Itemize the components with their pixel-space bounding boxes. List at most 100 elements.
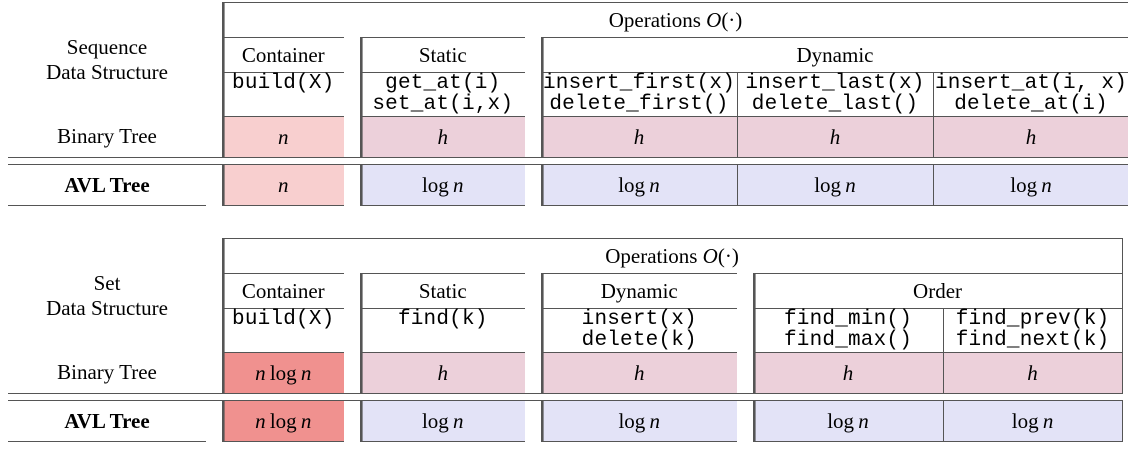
operations-header-label: Operations O(·) (221, 2, 1128, 38)
rule-segment (541, 393, 737, 401)
op-line2: find_next(k) (955, 329, 1110, 352)
op-col-insert-first: insert_first(x) delete_first() (540, 72, 737, 117)
op-line1: insert_first(x) (542, 72, 736, 95)
set-complexity-table: Set Data Structure Operations O(·) Conta… (8, 238, 1123, 442)
gutter (206, 353, 222, 394)
rule-segment (541, 157, 737, 165)
op-col-insert-last: insert_last(x) delete_last() (736, 72, 933, 117)
op-line1: find(k) (397, 308, 488, 331)
table-row: Binary Tree n h h h h (8, 116, 1128, 158)
gutter (525, 309, 541, 353)
set-label-line1: Set (93, 270, 121, 295)
row-label-binary-tree-set: Binary Tree (57, 360, 157, 385)
rule-segment (525, 157, 541, 165)
rule-segment (344, 393, 360, 401)
gutter (344, 274, 360, 309)
op-line1: build(X) (232, 308, 335, 331)
gutter (344, 309, 360, 353)
cell-avl-find: log n (359, 400, 525, 442)
op-col-findmin-findmax: find_min() find_max() (752, 308, 943, 353)
gutter (206, 3, 222, 38)
op-col-insert-delete: insert(x) delete(k) (540, 308, 737, 353)
cell-binarytree-insert-set: h (540, 352, 737, 394)
group-container-set: Container (221, 273, 344, 309)
rule-segment (206, 157, 222, 165)
op-line2 (223, 330, 345, 352)
table-row: AVL Tree n log n log n log n log n (8, 164, 1128, 206)
op-line1: insert_at(i, x) (935, 72, 1128, 95)
rule-segment (737, 393, 753, 401)
cell-binarytree-insertfirst: h (540, 116, 737, 158)
op-line2: delete_at(i) (954, 93, 1108, 116)
op-line1: insert(x) (581, 308, 697, 331)
cell-binarytree-findmin: h (752, 352, 943, 394)
gutter (344, 165, 360, 206)
gutter (737, 401, 753, 442)
row-label-avl-tree-set: AVL Tree (8, 400, 206, 442)
rule-segment (360, 393, 525, 401)
gutter (737, 309, 753, 353)
op-col-insert-at: insert_at(i, x) delete_at(i) (932, 72, 1128, 117)
cell-avl-build-seq: n (221, 164, 344, 206)
gutter (525, 117, 541, 158)
op-line1: build(X) (232, 72, 335, 95)
cell-avl-static-seq: log n (359, 164, 525, 206)
operation-names-row: build(X) get_at(i) set_at(i,x) insert_fi… (8, 72, 1128, 117)
rule-segment (8, 393, 206, 401)
sequence-label-line1: Sequence (66, 34, 148, 59)
rule-segment (933, 157, 1128, 165)
operation-names-row: build(X) find(k) insert(x) delete(k) fin… (8, 308, 1123, 353)
op-line2: find_max() (783, 329, 913, 352)
cell-avl-insertlast: log n (736, 164, 933, 206)
op-col-findprev-findnext: find_prev(k) find_next(k) (942, 308, 1123, 353)
rule-segment (943, 393, 1123, 401)
gutter (206, 117, 222, 158)
gutter (206, 401, 222, 442)
gutter (525, 73, 541, 117)
gutter (344, 117, 360, 158)
set-row-label-header: Set Data Structure (8, 239, 206, 353)
group-static-set: Static (359, 273, 525, 309)
gutter (525, 38, 541, 73)
op-line1: find_min() (783, 308, 913, 331)
gutter (737, 274, 753, 309)
rule-segment (360, 157, 525, 165)
gutter (206, 165, 222, 206)
cell-avl-insert-set: log n (540, 400, 737, 442)
cell-avl-findprev: log n (942, 400, 1123, 442)
op-line1: get_at(i) (385, 72, 501, 95)
cell-avl-findmin: log n (752, 400, 943, 442)
cell-binarytree-find: h (359, 352, 525, 394)
gutter (344, 401, 360, 442)
gutter (525, 274, 541, 309)
gutter (206, 239, 222, 274)
rule-segment (525, 393, 541, 401)
rule-segment (206, 393, 222, 401)
row-label-binary-tree-seq: Binary Tree (57, 124, 157, 149)
gutter (206, 38, 222, 73)
op-line2: delete_last() (751, 93, 919, 116)
op-line1: insert_last(x) (745, 72, 925, 95)
gutter (206, 73, 222, 117)
gutter (525, 165, 541, 206)
rule-segment (737, 157, 933, 165)
group-container-seq: Container (221, 37, 344, 73)
gutter (206, 309, 222, 353)
rule-segment (753, 393, 943, 401)
cell-binarytree-findprev: h (942, 352, 1123, 394)
cell-binarytree-build-seq: n (221, 116, 344, 158)
op-line1: find_prev(k) (955, 308, 1110, 331)
op-line2 (223, 94, 345, 116)
group-static-seq: Static (359, 37, 525, 73)
op-line2 (361, 330, 526, 352)
operations-header-row: Set Data Structure Operations O(·) (8, 238, 1123, 320)
rule-segment (222, 393, 344, 401)
cell-avl-build-set: n log n (221, 400, 344, 442)
set-label-line2: Data Structure (46, 295, 168, 320)
op-col-find: find(k) (359, 308, 526, 353)
group-dynamic-seq: Dynamic (540, 37, 1128, 73)
rule-segment (344, 157, 360, 165)
operations-header-row: Sequence Data Structure Operations O(·) (8, 2, 1128, 84)
gutter (206, 274, 222, 309)
gutter (344, 38, 360, 73)
